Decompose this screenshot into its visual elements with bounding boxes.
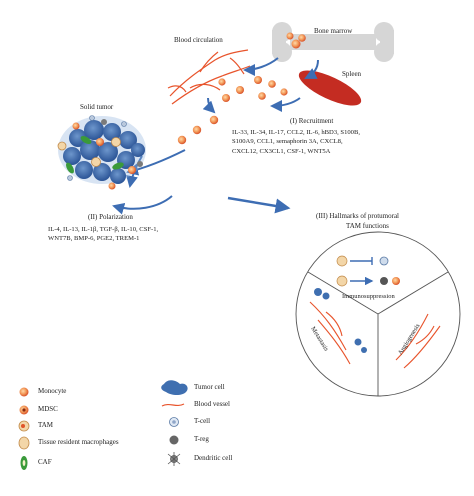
legend-caf-label: CAF — [38, 458, 52, 466]
polarization-factor-line: WNT7B, BMP-6, PGE2, TREM-1 — [48, 235, 140, 243]
hallmarks-circle — [295, 231, 461, 397]
solid-tumor-label: Solid tumor — [80, 103, 114, 111]
tissue-resident-macrophage-icon — [18, 436, 30, 450]
legend-tumor-cell-label: Tumor cell — [194, 383, 225, 391]
blood-vessel-icon — [161, 403, 185, 407]
legend-dendritic-cell-label: Dendritic cell — [194, 454, 233, 462]
immunosuppression-illustration — [336, 255, 400, 287]
hallmarks-title-line2: TAM functions — [346, 222, 389, 230]
spleen-icon — [298, 70, 362, 106]
bone-marrow-label: Bone marrow — [314, 27, 353, 35]
legend-tam-label: TAM — [38, 421, 53, 429]
polarization-arrow — [112, 195, 173, 215]
polarization-factors: IL-4, IL-13, IL-1β, TGF-β, IL-10, CSF-1,… — [48, 225, 158, 244]
marrow-to-spleen-arrow — [304, 59, 319, 79]
legend-t-reg-label: T-reg — [194, 435, 209, 443]
legend-t-cell-label: T-cell — [194, 417, 211, 425]
to-hallmarks-arrow — [227, 196, 291, 214]
recruitment-factors: IL-33, IL-34, IL-17, CCL2, IL-6, hBD3, S… — [232, 128, 360, 156]
spleen-to-circulation-arrow — [270, 97, 301, 112]
metastasis-illustration — [309, 288, 367, 365]
marrow-to-circulation-arrow — [243, 57, 279, 76]
immunosuppression-label: Immunosuppression — [342, 293, 395, 300]
dendritic-cell-icon — [167, 452, 181, 466]
angiogenesis-illustration — [395, 313, 441, 369]
t-reg-icon — [169, 435, 179, 445]
monocyte-icon — [19, 387, 29, 397]
spleen-label: Spleen — [342, 70, 362, 78]
recruitment-factor-line: CXCL12, CX3CL1, CSF-1, WNT5A — [232, 147, 331, 155]
polarization-factor-line: IL-4, IL-13, IL-1β, TGF-β, IL-10, CSF-1, — [48, 226, 159, 233]
recruitment-factor-line: IL-33, IL-34, IL-17, CCL2, IL-6, hBD3, S… — [232, 129, 361, 136]
tumor-cell-icon — [161, 380, 188, 395]
legend-blood-vessel-label: Blood vessel — [194, 400, 230, 408]
recruitment-factor-line: S100A9, CCL1, semaphorin 3A, CXCL8, — [232, 138, 343, 146]
legend-icons — [18, 380, 188, 470]
blood-vessel-tree — [167, 49, 251, 105]
monocytes-in-circulation — [177, 32, 306, 145]
circulation-down-arrow — [202, 97, 216, 114]
hallmarks-title-line1: (III) Hallmarks of protumoral — [316, 212, 399, 220]
bone-marrow-icon — [272, 22, 394, 62]
legend-tissue-resident-macrophages-label: Tissue resident macrophages — [38, 438, 119, 446]
polarization-title: (II) Polarization — [88, 213, 133, 221]
solid-tumor-mass — [57, 115, 146, 190]
legend-monocyte-label: Monocyte — [38, 387, 67, 395]
recruitment-title: (I) Recruitment — [290, 117, 334, 125]
blood-circulation-label: Blood circulation — [174, 36, 223, 44]
legend-mdsc-label: MDSC — [38, 405, 58, 413]
